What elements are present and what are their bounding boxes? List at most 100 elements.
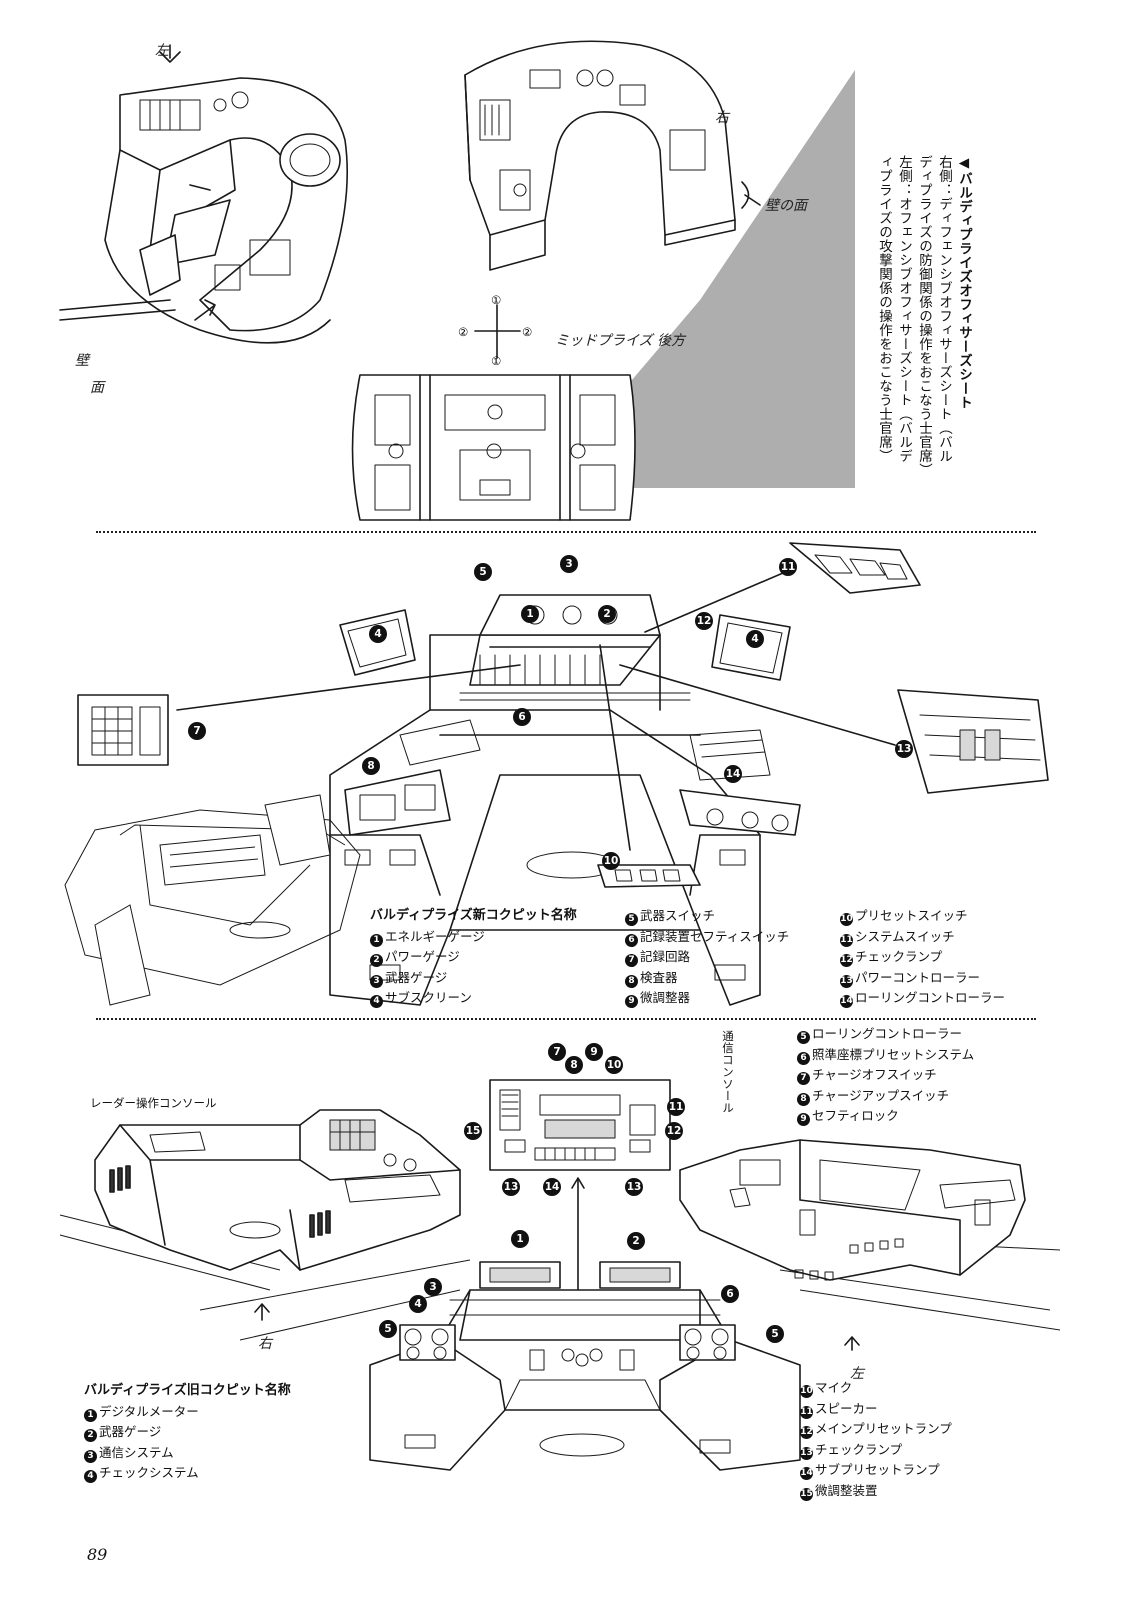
record-circuit-detail [77, 694, 169, 766]
compass-left: ② [458, 325, 468, 339]
callout-old-6: 6 [721, 1285, 739, 1303]
callout-new-12: 12 [695, 612, 713, 630]
hand-wall-left: 壁 [75, 353, 91, 369]
callout-old-5-left: 5 [379, 1320, 397, 1338]
officer-seat-note-line: 右側：ディフェンシブオフィサーズシート（バル [936, 155, 952, 463]
callout-old-15: 15 [464, 1122, 482, 1140]
compass-top: ① [491, 293, 501, 307]
callout-new-2: 2 [598, 605, 616, 623]
hand-left-label: 左 [155, 43, 171, 59]
system-switch-detail [789, 542, 921, 594]
callout-old-9: 9 [585, 1043, 603, 1061]
left-u-console [59, 44, 349, 344]
callout-new-14: 14 [724, 765, 742, 783]
hand-right-arrow: 右 [258, 1336, 274, 1352]
callout-old-8: 8 [565, 1056, 583, 1074]
officer-seat-note-line: ィプライズの攻撃関係の操作をおこなう士官席） [876, 155, 892, 463]
hand-wall-left-2: 面 [90, 380, 106, 396]
power-controller-detail [897, 689, 1049, 794]
officers-seat-drawings: 左 壁 面 右 壁の面 ミッドプライズ 後方 ① ② ② ① [59, 40, 855, 521]
callout-old-13-right: 13 [625, 1178, 643, 1196]
comm-console [489, 1079, 671, 1311]
officer-seat-note-title: ◀バルディプライズオフィサーズシート [956, 155, 972, 410]
callout-old-1: 1 [511, 1230, 529, 1248]
comm-console-label: 通信コンソール [721, 1030, 735, 1114]
direction-compass [474, 304, 521, 359]
seat-plan-view [351, 374, 636, 521]
compass-right: ② [522, 325, 532, 339]
radar-console [94, 1109, 461, 1271]
old-main-cockpit [369, 1261, 801, 1471]
callout-new-7: 7 [188, 722, 206, 740]
callout-new-6: 6 [513, 708, 531, 726]
callout-old-4: 4 [409, 1295, 427, 1313]
preset-switch-detail [597, 864, 701, 888]
old-cockpit-legend-title: バルディプライズ旧コクピット名称 [84, 1383, 291, 1398]
callout-old-12: 12 [665, 1122, 683, 1140]
callout-new-5: 5 [474, 563, 492, 581]
officer-seat-note-line: ディプライズの防御関係の操作をおこなう士官席） [916, 155, 932, 477]
right-old-console [679, 1139, 1026, 1281]
perspective-cockpit-sketch [64, 794, 361, 1006]
divider-top [96, 531, 1036, 533]
callout-new-4-right: 4 [746, 630, 764, 648]
callout-new-8: 8 [362, 757, 380, 775]
old-cockpit-drawing: 右 [59, 1079, 1061, 1471]
callout-old-3: 3 [424, 1278, 442, 1296]
compass-bottom: ① [491, 354, 501, 368]
callout-new-4-left: 4 [369, 625, 387, 643]
hand-right-label: 右 [715, 110, 731, 126]
hand-rear-label: ミッドプライズ 後方 [555, 333, 687, 349]
hand-wall-right: 壁の面 [765, 198, 809, 214]
new-cockpit-legend-title: バルディプライズ新コクピット名称 [370, 908, 577, 923]
hand-left-arrow: 左 [850, 1366, 866, 1382]
callout-new-11: 11 [779, 558, 797, 576]
callout-new-3: 3 [560, 555, 578, 573]
callout-old-14: 14 [543, 1178, 561, 1196]
divider-bottom [96, 1018, 1036, 1020]
new-cockpit-drawing [64, 542, 1049, 1006]
callout-old-5-right: 5 [766, 1325, 784, 1343]
callout-old-13-left: 13 [502, 1178, 520, 1196]
callout-old-2: 2 [627, 1232, 645, 1250]
right-u-console [464, 40, 761, 271]
officer-seat-note: ◀バルディプライズオフィサーズシート 右側：ディフェンシブオフィサーズシート（バ… [874, 155, 974, 495]
callout-old-11: 11 [667, 1098, 685, 1116]
officer-seat-note-line: 左側：オフェンシブオフィサーズシート（バルデ [896, 155, 912, 463]
callout-old-10: 10 [605, 1056, 623, 1074]
callout-new-10: 10 [602, 852, 620, 870]
callout-old-7: 7 [548, 1043, 566, 1061]
